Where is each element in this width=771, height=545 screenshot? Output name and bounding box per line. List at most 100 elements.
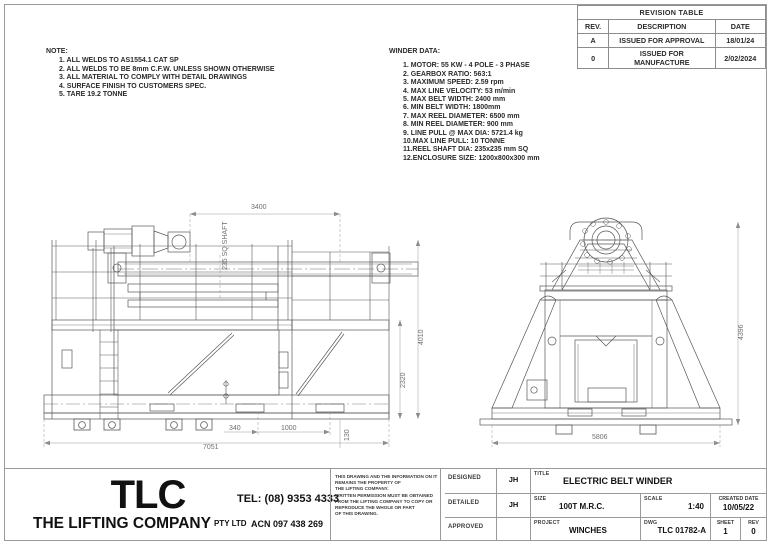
revision-description: ISSUED FOR APPROVAL — [608, 33, 716, 48]
winder-data-item: 4. MAX LINE VELOCITY: 53 m/min — [403, 87, 516, 95]
note-item: 4. SURFACE FINISH TO CUSTOMERS SPEC. — [59, 82, 207, 90]
revision-table: REVISION TABLE REV. DESCRIPTION DATE A I… — [576, 5, 767, 69]
revision-date: 2/02/2024 — [714, 47, 767, 69]
note-item: 5. TARE 19.2 TONNE — [59, 91, 128, 99]
copyright-disclaimer: THIS DRAWING AND THE INFORMATION ON IT R… — [335, 474, 439, 517]
created-date-label: CREATED DATE — [718, 496, 759, 502]
winder-data-item: 10.MAX LINE PULL: 10 TONNE — [403, 138, 505, 146]
rev-cell: REV 0 — [741, 518, 766, 541]
dwg-cell: DWG TLC 01782-A — [641, 518, 711, 541]
created-date-value: 10/05/22 — [722, 503, 755, 512]
disclaimer-line: FROM THE LIFTING COMPANY TO COPY OR — [335, 498, 433, 504]
winder-data-block: WINDER DATA: 1. MOTOR: 55 KW - 4 POLE - … — [389, 48, 540, 163]
notes-block: NOTE: 1. ALL WELDS TO AS1554.1 CAT SP 2.… — [46, 48, 275, 99]
disclaimer-line: THE LIFTING COMPANY. — [335, 486, 389, 492]
company-telephone: TEL: (08) 9353 4333 — [237, 493, 340, 505]
revision-header-date: DATE — [714, 19, 767, 34]
detailed-value-cell: JH — [497, 494, 531, 517]
designed-label-cell: DESIGNED — [445, 469, 497, 493]
title-block-grid: DESIGNED JH TITLE ELECTRIC BELT WINDER D… — [445, 469, 766, 541]
dimension-4010: 4010 — [418, 329, 425, 345]
title-block-row-3: APPROVED PROJECT WINCHES DWG TLC 01782-A… — [445, 517, 766, 541]
approved-label: APPROVED — [448, 524, 484, 530]
dimension-4396: 4396 — [738, 324, 745, 340]
detailed-value: JH — [508, 500, 519, 509]
winder-data-item: 12.ENCLOSURE SIZE: 1200x800x300 mm — [403, 154, 540, 162]
rev-label: REV — [748, 520, 759, 526]
disclaimer-line: REMAINS THE PROPERTY OF — [335, 480, 401, 486]
dimension-130: 130 — [344, 429, 351, 441]
scale-label: SCALE — [644, 496, 663, 502]
winder-data-item: 2. GEARBOX RATIO: 563:1 — [403, 70, 492, 78]
size-value: 100T M.R.C. — [559, 502, 605, 511]
winder-data-item: 6. MIN BELT WIDTH: 1800mm — [403, 104, 501, 112]
designed-value: JH — [508, 475, 519, 484]
logo-tagline-text: THE LIFTING COMPANY — [33, 515, 211, 532]
note-item: 1. ALL WELDS TO AS1554.1 CAT SP — [59, 57, 179, 65]
revision-description: ISSUED FOR MANUFACTURE — [608, 47, 716, 69]
winder-data-item: 3. MAXIMUM SPEED: 2.59 rpm — [403, 79, 504, 87]
revision-rev: 0 — [576, 47, 610, 69]
created-date-cell: CREATED DATE 10/05/22 — [711, 494, 766, 517]
notes-heading: NOTE: — [46, 48, 68, 55]
rev-value: 0 — [751, 527, 756, 536]
dimension-shaft-label: 235 SQ SHAFT — [222, 221, 229, 270]
approved-value-cell — [497, 518, 531, 541]
title-cell: TITLE ELECTRIC BELT WINDER — [531, 469, 766, 493]
disclaimer-line: OF THIS DRAWING. — [335, 511, 378, 517]
logo-pty-ltd: PTY LTD — [213, 519, 247, 528]
project-cell: PROJECT WINCHES — [531, 518, 641, 541]
size-cell: SIZE 100T M.R.C. — [531, 494, 641, 517]
designed-label: DESIGNED — [448, 475, 481, 481]
disclaimer-line: WRITTEN PERMISSION MUST BE OBTAINED — [335, 492, 433, 498]
title-block-divider-1 — [330, 469, 331, 540]
title-block-row-2: DETAILED JH SIZE 100T M.R.C. SCALE 1:40 … — [445, 493, 766, 517]
table-row: 0 ISSUED FOR MANUFACTURE 2/02/2024 — [576, 47, 767, 69]
dwg-label: DWG — [644, 520, 658, 526]
note-item: 2. ALL WELDS TO BE 8mm C.F.W. UNLESS SHO… — [59, 65, 275, 73]
revision-rev: A — [576, 33, 610, 48]
sheet-value: 1 — [723, 527, 728, 536]
winder-data-item: 9. LINE PULL @ MAX DIA: 5721.4 kg — [403, 129, 523, 137]
title-value: ELECTRIC BELT WINDER — [563, 476, 673, 486]
winder-data-item: 8. MIN REEL DIAMETER: 900 mm — [403, 121, 513, 129]
table-row: A ISSUED FOR APPROVAL 18/01/24 — [576, 33, 767, 48]
revision-header-description: DESCRIPTION — [608, 19, 716, 34]
dimension-3400: 3400 — [251, 204, 267, 211]
note-item: 3. ALL MATERIAL TO COMPLY WITH DETAIL DR… — [59, 74, 247, 82]
disclaimer-line: THIS DRAWING AND THE INFORMATION ON IT — [335, 474, 438, 479]
dwg-value: TLC 01782-A — [657, 526, 706, 535]
winder-data-heading: WINDER DATA: — [389, 48, 441, 55]
project-value: WINCHES — [569, 526, 607, 535]
detailed-label-cell: DETAILED — [445, 494, 497, 517]
logo-tlc: TLC — [110, 473, 187, 517]
project-label: PROJECT — [534, 520, 560, 526]
winder-data-item: 1. MOTOR: 55 KW - 4 POLE - 3 PHASE — [403, 62, 530, 70]
revision-date: 18/01/24 — [714, 33, 767, 48]
sheet-cell: SHEET 1 — [711, 518, 741, 541]
winder-data-item: 5. MAX BELT WIDTH: 2400 mm — [403, 96, 506, 104]
designed-value-cell: JH — [497, 469, 531, 493]
detailed-label: DETAILED — [448, 500, 480, 506]
approved-label-cell: APPROVED — [445, 518, 497, 541]
dimension-7051: 7051 — [203, 444, 219, 451]
title-block-row-1: DESIGNED JH TITLE ELECTRIC BELT WINDER — [445, 469, 766, 493]
dimension-340: 340 — [229, 425, 241, 432]
dimension-1000: 1000 — [281, 425, 297, 432]
winder-data-item: 11.REEL SHAFT DIA: 235x235 mm SQ — [403, 146, 529, 154]
scale-cell: SCALE 1:40 — [641, 494, 711, 517]
scale-value: 1:40 — [687, 502, 704, 511]
size-label: SIZE — [534, 496, 547, 502]
revision-header-rev: REV. — [576, 19, 610, 34]
revision-table-title: REVISION TABLE — [577, 5, 766, 20]
winder-data-item: 7. MAX REEL DIAMETER: 6500 mm — [403, 112, 520, 120]
title-label: TITLE — [534, 471, 550, 477]
disclaimer-line: REPRODUCE THE WHOLE OR PART — [335, 505, 415, 511]
dimension-5806: 5806 — [592, 434, 608, 441]
sheet-border — [4, 4, 767, 541]
sheet-label: SHEET — [716, 520, 735, 526]
